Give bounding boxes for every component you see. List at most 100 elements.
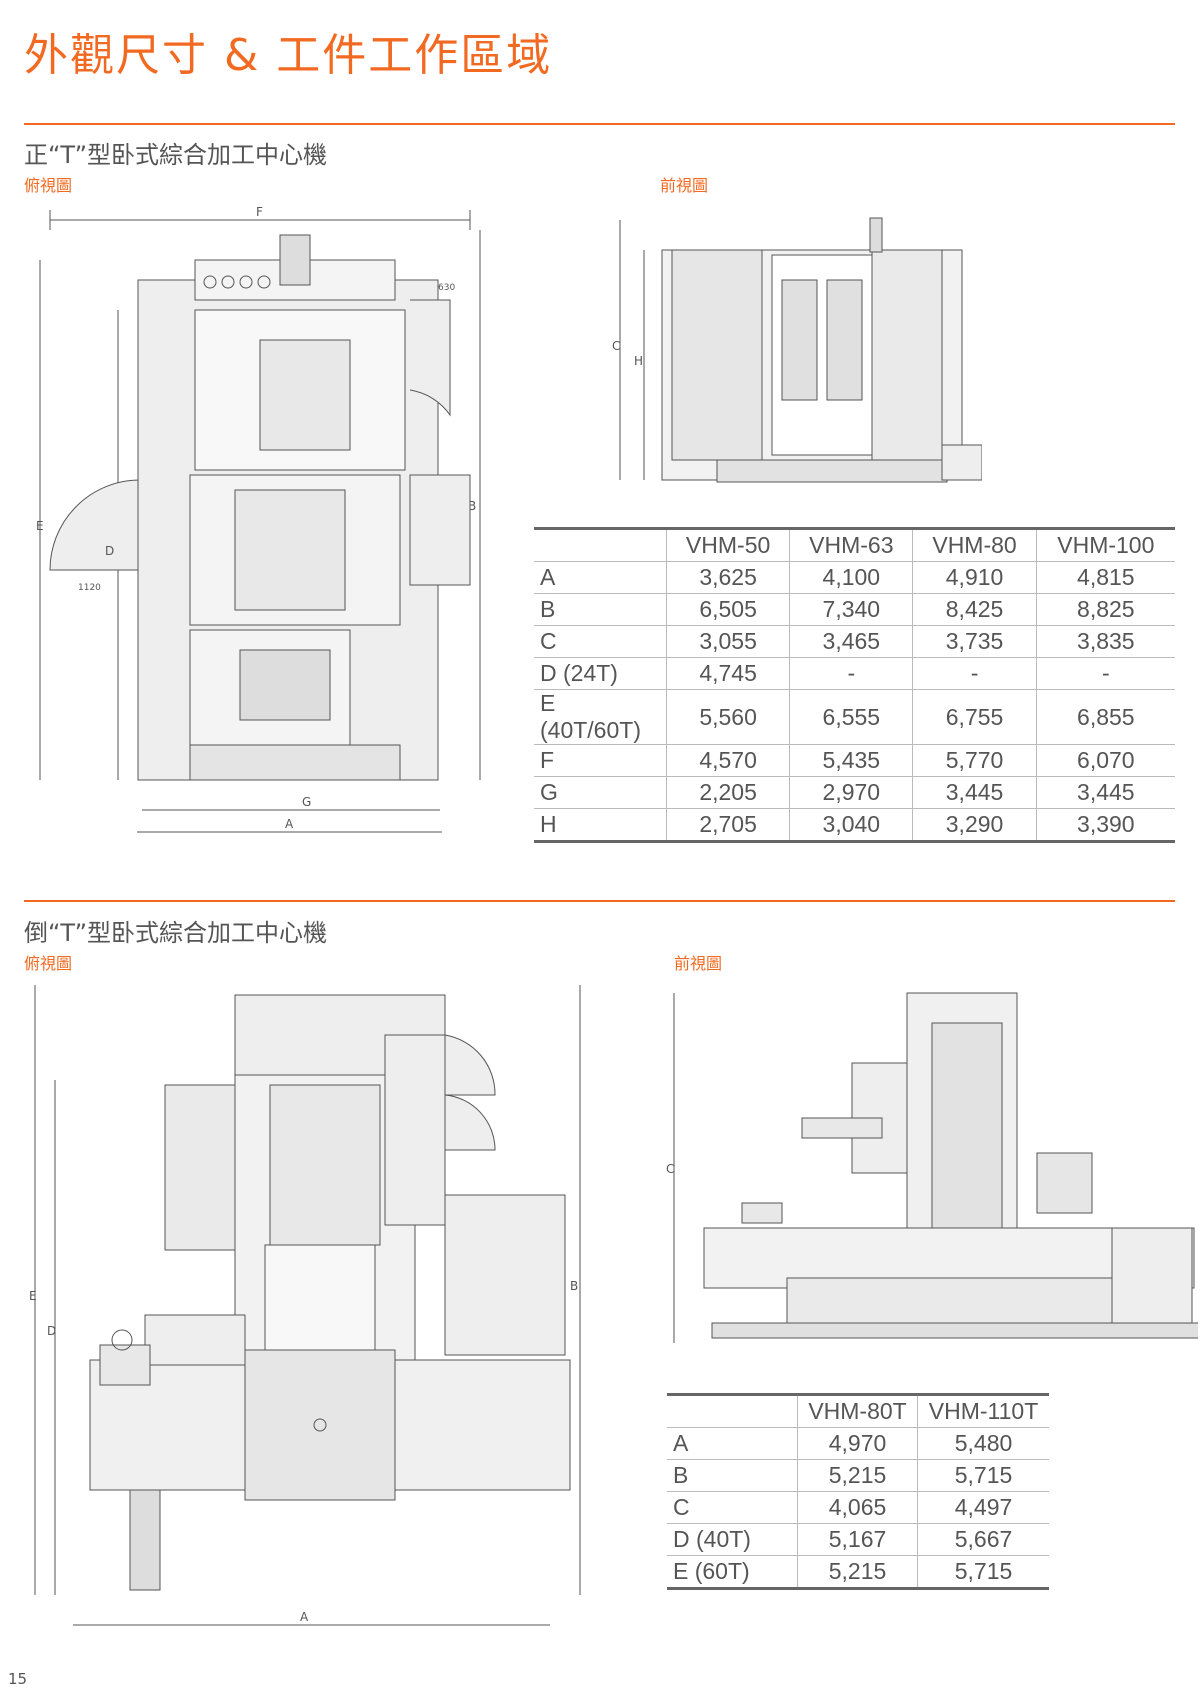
table-cell: 3,625 xyxy=(665,561,790,594)
dim-label-1120: 1120 xyxy=(78,583,101,593)
dim-label-C: C xyxy=(666,1162,674,1176)
table-row: D (24T)4,745--- xyxy=(534,657,1175,690)
table-cell: D (40T) xyxy=(667,1523,798,1556)
table-cell: 5,480 xyxy=(917,1427,1049,1460)
page-title: 外觀尺寸 & 工件工作區域 xyxy=(24,30,553,81)
table-cell: H xyxy=(534,808,667,843)
table-cell: 8,825 xyxy=(1035,593,1175,626)
table-cell: - xyxy=(1035,657,1175,690)
table-cell: 3,055 xyxy=(665,625,790,658)
table-cell: 4,065 xyxy=(796,1491,918,1524)
dim-label-H: H xyxy=(634,354,643,368)
table-cell: C xyxy=(534,625,667,658)
section-divider xyxy=(24,123,1175,125)
table-cell: 3,445 xyxy=(912,776,1037,809)
table-cell: 5,715 xyxy=(917,1459,1049,1492)
table-header-cell: VHM-63 xyxy=(789,527,913,562)
table-cell: 6,555 xyxy=(789,689,913,745)
table-header-cell: VHM-110T xyxy=(917,1393,1049,1428)
table-cell: 3,390 xyxy=(1035,808,1175,843)
table-cell: 3,465 xyxy=(789,625,913,658)
table-cell: A xyxy=(534,561,667,594)
table-cell: 5,560 xyxy=(665,689,790,745)
table-header-cell: VHM-80T xyxy=(796,1393,918,1428)
section1-top-view-label: 俯視圖 xyxy=(24,176,73,195)
section2-front-view-label: 前視圖 xyxy=(674,954,723,973)
table-cell: 4,570 xyxy=(665,744,790,777)
table-cell: 5,667 xyxy=(917,1523,1049,1556)
section1-title: 正“T”型卧式綜合加工中心機 xyxy=(24,141,327,169)
table-cell: 5,715 xyxy=(917,1555,1049,1590)
dim-label-D: D xyxy=(47,1324,56,1338)
table-cell: - xyxy=(789,657,913,690)
dim-label-A: A xyxy=(285,817,294,831)
dim-label-A: A xyxy=(300,1610,309,1624)
dim-label-D: D xyxy=(105,544,114,558)
table-cell: D (24T) xyxy=(534,657,667,690)
table-header-cell: VHM-50 xyxy=(665,527,790,562)
section1-front-view-label: 前視圖 xyxy=(660,176,709,195)
table-cell: B xyxy=(534,593,667,626)
table-header-cell: VHM-80 xyxy=(912,527,1037,562)
dim-label-G: G xyxy=(302,795,311,809)
table-cell: 3,445 xyxy=(1035,776,1175,809)
section-divider xyxy=(24,900,1175,902)
table-cell: 5,435 xyxy=(789,744,913,777)
table-cell: 6,070 xyxy=(1035,744,1175,777)
dim-label-630: 630 xyxy=(438,283,455,293)
table-header-cell xyxy=(534,527,667,562)
table-header-cell: VHM-100 xyxy=(1035,527,1175,562)
table-header-cell xyxy=(667,1393,798,1428)
table-cell: 2,205 xyxy=(665,776,790,809)
table-cell: 3,735 xyxy=(912,625,1037,658)
table-cell: 3,290 xyxy=(912,808,1037,843)
table-cell: 5,167 xyxy=(796,1523,918,1556)
table-cell: 6,755 xyxy=(912,689,1037,745)
table-cell: 7,340 xyxy=(789,593,913,626)
table-cell: G xyxy=(534,776,667,809)
table-cell: F xyxy=(534,744,667,777)
section1-top-view-drawing: F E B G A 1120 630 D xyxy=(36,205,481,833)
table-header-row: VHM-50 VHM-63 VHM-80 VHM-100 xyxy=(534,527,1175,562)
table-cell: E (40T/60T) xyxy=(534,689,667,745)
dim-label-B: B xyxy=(468,499,476,513)
section2-title: 倒“T”型卧式綜合加工中心機 xyxy=(24,919,327,947)
table-cell: 6,855 xyxy=(1035,689,1175,745)
section1-front-view-drawing: C H xyxy=(612,217,982,483)
table-cell: 5,215 xyxy=(796,1555,918,1590)
table-cell: 4,970 xyxy=(796,1427,918,1460)
section2-top-view-label: 俯視圖 xyxy=(24,954,73,973)
section2-top-view-drawing: E D B A xyxy=(29,985,581,1626)
table-cell: B xyxy=(667,1459,798,1492)
section2-front-view-drawing: C xyxy=(666,992,1198,1343)
table-cell: 2,970 xyxy=(789,776,913,809)
table-cell: - xyxy=(912,657,1037,690)
table-cell: E (60T) xyxy=(667,1555,798,1590)
dim-label-E: E xyxy=(36,519,44,533)
table-cell: 8,425 xyxy=(912,593,1037,626)
table-cell: A xyxy=(667,1427,798,1460)
table-cell: 5,770 xyxy=(912,744,1037,777)
dim-label-F: F xyxy=(256,205,263,219)
table-cell: 3,835 xyxy=(1035,625,1175,658)
table-cell: 2,705 xyxy=(665,808,790,843)
dim-label-B: B xyxy=(570,1279,578,1293)
table-cell: 5,215 xyxy=(796,1459,918,1492)
page-number: 15 xyxy=(8,1670,28,1688)
dim-label-E: E xyxy=(29,1289,37,1303)
table-cell: 3,040 xyxy=(789,808,913,843)
table-cell: 4,910 xyxy=(912,561,1037,594)
